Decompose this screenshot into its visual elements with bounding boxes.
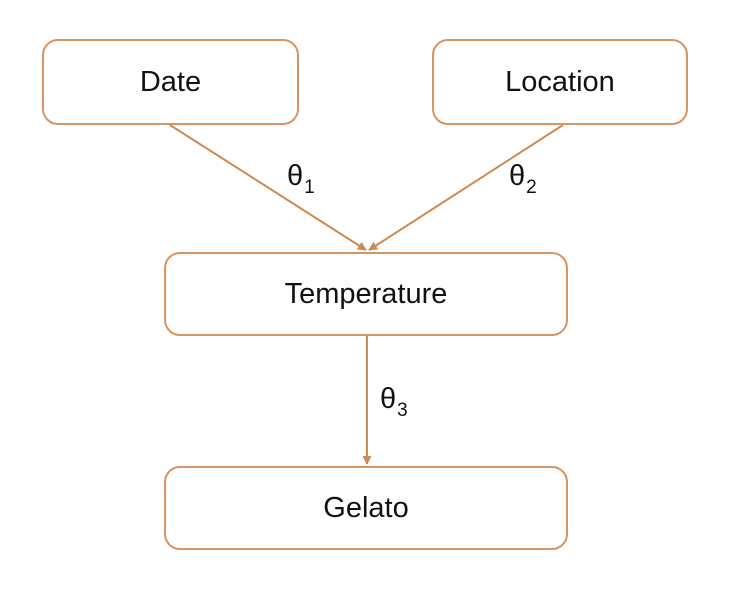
node-gelato: Gelato (164, 466, 568, 550)
edge-label-theta-3: θ3 (380, 383, 408, 421)
edge-date-to-temperature (169, 124, 367, 251)
theta-subscript: 2 (526, 177, 537, 198)
edge-label-theta-1: θ1 (287, 160, 315, 198)
edge-location-to-temperature (368, 124, 564, 251)
node-date-label: Date (139, 65, 202, 98)
theta-symbol: θ (287, 160, 304, 192)
theta-subscript: 3 (397, 400, 408, 421)
node-date: Date (42, 39, 299, 125)
node-temperature-label: Temperature (284, 277, 448, 310)
node-location: Location (432, 39, 688, 125)
theta-symbol: θ (509, 160, 526, 192)
node-temperature: Temperature (164, 252, 568, 336)
theta-subscript: 1 (304, 177, 315, 198)
node-gelato-label: Gelato (323, 491, 409, 524)
theta-symbol: θ (380, 383, 397, 415)
edge-label-theta-2: θ2 (509, 160, 537, 198)
node-location-label: Location (505, 65, 615, 98)
